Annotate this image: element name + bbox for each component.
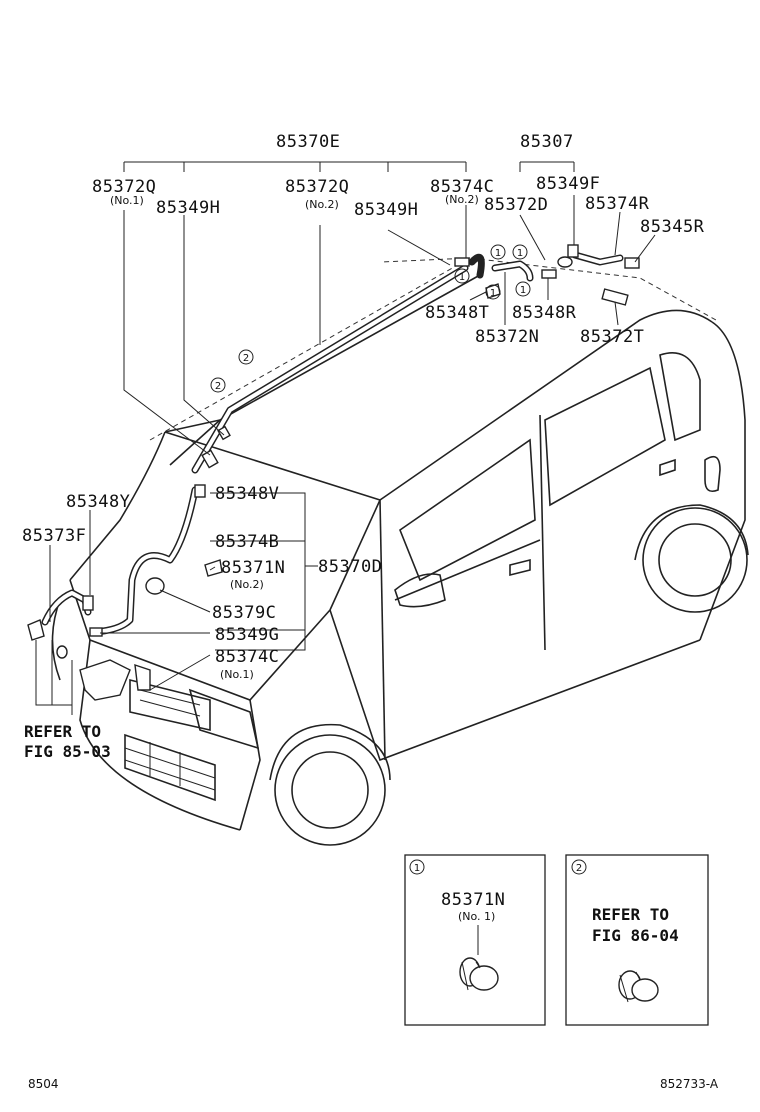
clip-icon — [618, 970, 659, 1003]
label-85374C-no1: 85374C — [215, 647, 279, 667]
refer-left-line1: REFER TO — [24, 722, 101, 741]
label-85348V: 85348V — [215, 484, 279, 504]
label-85348R: 85348R — [512, 303, 577, 323]
footer-right: 852733-A — [660, 1077, 719, 1091]
inset-2-line2: FIG 86-04 — [592, 926, 679, 945]
inset-2-line1: REFER TO — [592, 905, 669, 924]
inset-1-marker: 1 — [414, 863, 420, 874]
label-85374C-no2-note: (No.2) — [445, 193, 479, 206]
marker-1-c: 1 — [459, 272, 465, 283]
label-85372Q-no2: 85372Q — [285, 177, 349, 197]
label-85374C-no1-note: (No.1) — [220, 668, 254, 681]
label-85349F: 85349F — [536, 174, 600, 194]
label-85370E: 85370E — [276, 132, 340, 152]
refer-left-line2: FIG 85-03 — [24, 742, 111, 761]
label-85370D: 85370D — [318, 557, 382, 577]
vehicle-outline — [51, 257, 749, 846]
inset-2: 2 REFER TO FIG 86-04 — [565, 854, 709, 1026]
part-labels: 85370E 85307 85372Q (No.1) 85349H 85372Q… — [22, 132, 705, 761]
marker-1-b: 1 — [517, 248, 523, 259]
label-85307: 85307 — [520, 132, 574, 152]
label-85372N: 85372N — [475, 327, 539, 347]
label-85374C-no2: 85374C — [430, 177, 494, 197]
label-85379C: 85379C — [212, 603, 276, 623]
label-85372Q-no1: 85372Q — [92, 177, 156, 197]
label-85372D: 85372D — [484, 195, 548, 215]
label-85372Q-no2-note: (No.2) — [305, 198, 339, 211]
label-85345R: 85345R — [640, 217, 705, 237]
label-85371N-note: (No.2) — [230, 578, 264, 591]
footer-left: 8504 — [28, 1077, 59, 1091]
marker-2-a: 2 — [243, 353, 249, 364]
label-85348T: 85348T — [425, 303, 489, 323]
leader-lines — [35, 161, 656, 715]
marker-2-b: 2 — [215, 381, 221, 392]
label-85372T: 85372T — [580, 327, 644, 347]
label-85373F: 85373F — [22, 526, 86, 546]
label-85348Y: 85348Y — [66, 492, 130, 512]
inset-2-marker: 2 — [576, 863, 582, 874]
marker-1-d: 1 — [490, 288, 496, 299]
label-85374R: 85374R — [585, 194, 650, 214]
clamp-icon — [459, 957, 499, 991]
marker-1-a: 1 — [495, 248, 501, 259]
label-85374B: 85374B — [215, 532, 279, 552]
label-85349H-mid: 85349H — [354, 200, 418, 220]
inset-1-note: (No. 1) — [458, 910, 495, 923]
label-85349G: 85349G — [215, 625, 279, 645]
inset-1-part: 85371N — [441, 890, 505, 910]
label-85349H-left: 85349H — [156, 198, 220, 218]
callout-markers: 2 2 1 1 1 1 1 — [210, 244, 531, 393]
label-85371N: 85371N — [221, 558, 285, 578]
washer-hose-route — [27, 244, 640, 701]
inset-1: 1 85371N (No. 1) — [404, 854, 546, 1026]
marker-1-e: 1 — [520, 285, 526, 296]
label-85372Q-no1-note: (No.1) — [110, 194, 144, 207]
